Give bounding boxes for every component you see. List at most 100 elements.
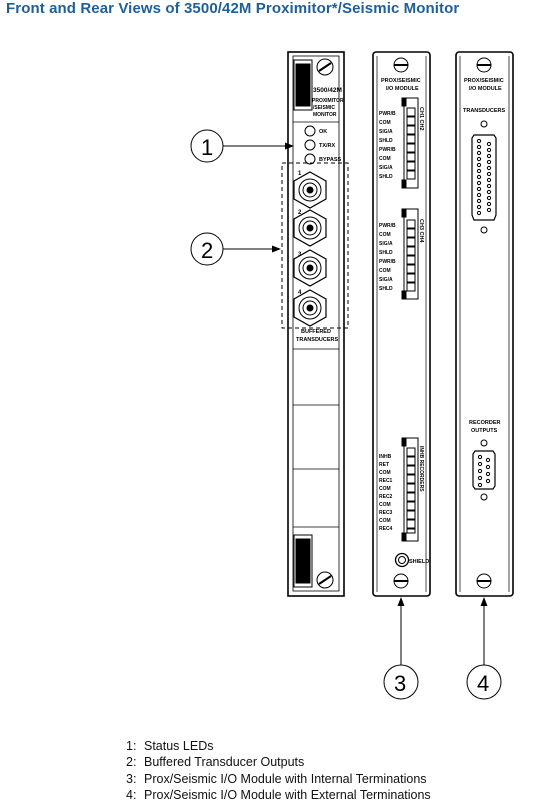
page-title: Front and Rear Views of 3500/42M Proximi… [6, 0, 460, 17]
bnc-connector-icon [293, 171, 327, 209]
legend-text: Prox/Seismic I/O Module with External Te… [144, 787, 431, 802]
led-label-bypass: BYPASS [319, 157, 342, 163]
connector-pin [486, 147, 492, 153]
connector-pin [485, 457, 491, 463]
pin-label: SIG/A [379, 277, 393, 283]
pin-label: REC3 [379, 510, 393, 516]
screw-icon [393, 57, 409, 73]
connector-pin [477, 468, 483, 474]
connector-pin [476, 144, 482, 150]
pin-label: PWR/B [379, 111, 396, 117]
pin-label: PWR/B [379, 259, 396, 265]
connector-pin [476, 186, 482, 192]
connector-pin [476, 192, 482, 198]
connector-pin [477, 475, 483, 481]
pin-label: COM [379, 502, 391, 508]
connector-pin [486, 177, 492, 183]
terminal-block-ch1-ch2: PWR/B COM SIG/A SHLD PWR/B COM SIG/A SHL… [379, 97, 424, 189]
bnc-connector-icon [293, 249, 327, 287]
connector-pin [476, 210, 482, 216]
pin-label: COM [379, 486, 391, 492]
callout-number: 1 [201, 135, 213, 160]
shield-connector-icon [394, 552, 410, 568]
pin-label: PWR/B [379, 147, 396, 153]
connector-pin [486, 183, 492, 189]
pin-label: COM [379, 518, 391, 524]
buffered-outputs-highlight [281, 162, 349, 329]
legend-number: 2: [126, 755, 137, 770]
pin-label: SHLD [379, 138, 393, 144]
legend-item: 4:Prox/Seismic I/O Module with External … [126, 787, 431, 803]
monitor-name-3: MONITOR [313, 112, 337, 118]
led-bypass-icon [304, 153, 316, 165]
connector-pin [486, 171, 492, 177]
callout-number: 4 [477, 671, 489, 696]
callout-3: 3 [383, 597, 419, 700]
legend-item: 2: Buffered Transducer Outputs [126, 754, 431, 770]
legend-text: Status LEDs [144, 739, 214, 753]
callout-2: 2 [190, 232, 281, 266]
connector-pin [486, 165, 492, 171]
connector-pin [486, 201, 492, 207]
connector-pin [486, 159, 492, 165]
connector-pin [486, 189, 492, 195]
pin-label: REC2 [379, 494, 393, 500]
io-external-header-1: PROX/SEISMIC [464, 78, 504, 84]
connector-pin [485, 464, 491, 470]
terminal-block-ch3-ch4: PWR/B COM SIG/A SHLD PWR/B COM SIG/A SHL… [379, 208, 424, 300]
io-module-internal: PROX/SEISMIC I/O MODULE PWR/B COM SIG/A … [372, 51, 431, 597]
connector-pin [476, 180, 482, 186]
led-txrx-icon [304, 139, 316, 151]
channel-label: 4 [298, 290, 302, 296]
bnc-connector-icon [293, 209, 327, 247]
transducers-label: TRANSDUCERS [463, 108, 506, 114]
pin-label: COM [379, 232, 391, 238]
status-leds: OK TX/RX BYPASS [304, 125, 342, 165]
connector-pin [486, 153, 492, 159]
io-internal-header-2: I/O MODULE [386, 86, 419, 92]
monitor-name-1: PROXIMITOR [312, 98, 344, 104]
connector-pin [477, 461, 483, 467]
connector-pin [486, 195, 492, 201]
monitor-module: 3500/42M PROXIMITOR /SEISMIC MONITOR OK … [281, 51, 349, 597]
pin-label: SHLD [379, 174, 393, 180]
callout-1: 1 [190, 129, 294, 163]
pin-label: SIG/A [379, 129, 393, 135]
module-drawing: 3500/42M PROXIMITOR /SEISMIC MONITOR OK … [190, 51, 514, 700]
side-label: CH3 CH4 [418, 219, 424, 243]
side-label: CH1 CH2 [418, 107, 424, 131]
db9-connector-icon [472, 439, 496, 501]
bnc-connector-icon [293, 289, 327, 327]
pin-label: PWR/B [379, 223, 396, 229]
led-ok-icon [304, 125, 316, 137]
screw-icon [476, 573, 492, 589]
pin-label: SHLD [379, 286, 393, 292]
db25-connector-icon [471, 120, 497, 234]
connector-pin [476, 156, 482, 162]
pin-label: REC1 [379, 478, 393, 484]
pin-label: COM [379, 470, 391, 476]
legend-text: Buffered Transducer Outputs [144, 755, 305, 770]
pin-label: COM [379, 268, 391, 274]
connector-pin [476, 168, 482, 174]
legend-number: 1: [126, 739, 137, 753]
led-label-ok: OK [319, 129, 327, 135]
pin-label: SIG/A [379, 165, 393, 171]
pin-label: SHLD [379, 250, 393, 256]
screw-icon [476, 57, 492, 73]
led-label-txrx: TX/RX [319, 143, 336, 149]
recorder-label-1: RECORDER [469, 420, 501, 426]
connector-pin [476, 138, 482, 144]
monitor-model: 3500/42M [313, 87, 342, 94]
screw-icon [393, 573, 409, 589]
callout-4: 4 [466, 597, 502, 700]
pin-label: COM [379, 120, 391, 126]
legend-item: 3:Prox/Seismic I/O Module with Internal … [126, 771, 431, 787]
screw-icon [316, 58, 334, 76]
io-module-external: PROX/SEISMIC I/O MODULE TRANSDUCERS RECO… [455, 51, 514, 597]
channel-label: 1 [298, 171, 302, 177]
pin-label: RET [379, 462, 389, 468]
pin-label: SIG/A [379, 241, 393, 247]
connector-pin [485, 478, 491, 484]
connector-pin [476, 174, 482, 180]
